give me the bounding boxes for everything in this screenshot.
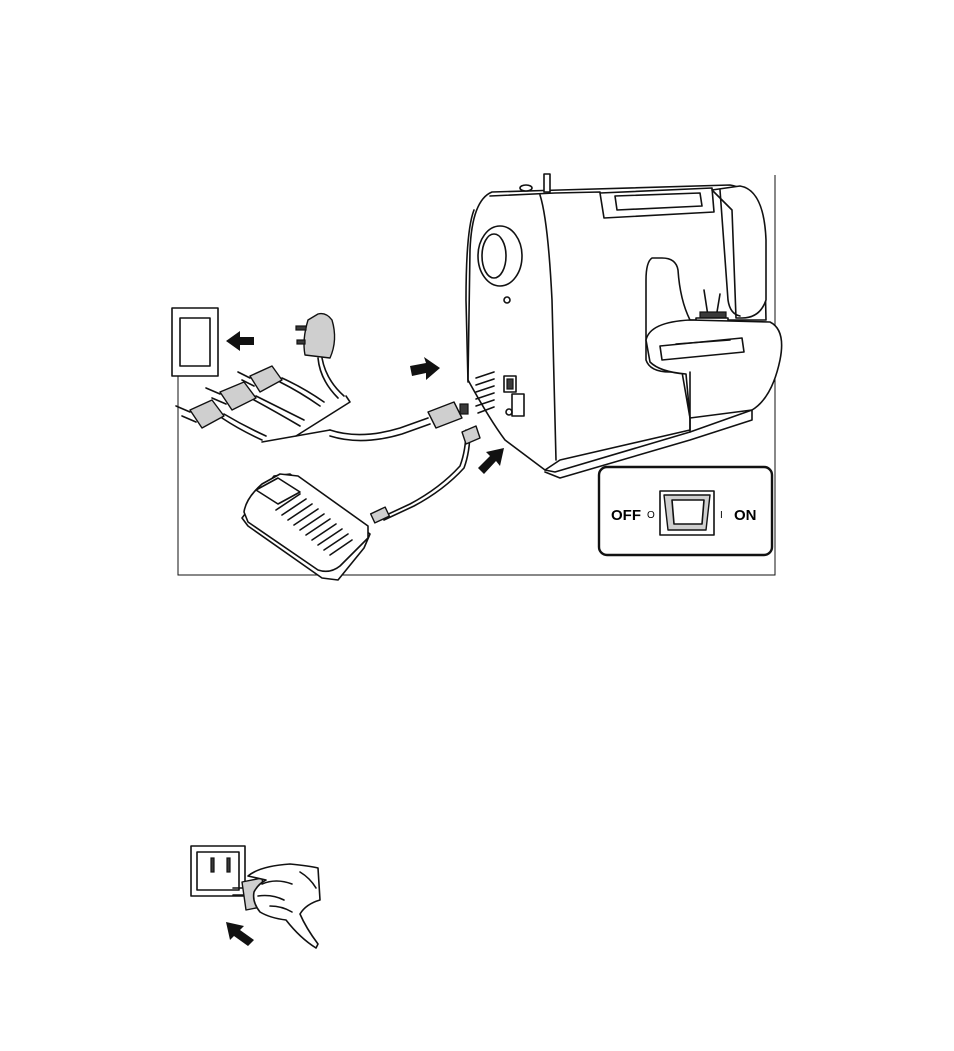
round-pin-plug xyxy=(176,400,266,440)
arrow-power-cord xyxy=(410,357,440,380)
rocker-switch[interactable] xyxy=(660,491,714,535)
off-symbol: O xyxy=(647,510,655,521)
foot-control xyxy=(242,426,480,580)
hand-icon xyxy=(248,864,320,948)
power-switch-callout: OFF O I ON xyxy=(599,467,772,555)
on-symbol: I xyxy=(720,510,723,521)
wall-outlet xyxy=(172,308,218,376)
arrow-foot-control xyxy=(478,448,504,474)
arrow-pull-out xyxy=(226,922,254,946)
off-label: OFF xyxy=(611,507,641,524)
us-plug xyxy=(206,382,304,426)
uk-plug xyxy=(296,314,344,398)
unplug-illustration xyxy=(191,846,320,948)
arrow-to-outlet xyxy=(226,331,254,351)
sewing-machine xyxy=(466,174,782,478)
power-cord xyxy=(330,402,468,441)
on-label: ON xyxy=(734,507,757,524)
